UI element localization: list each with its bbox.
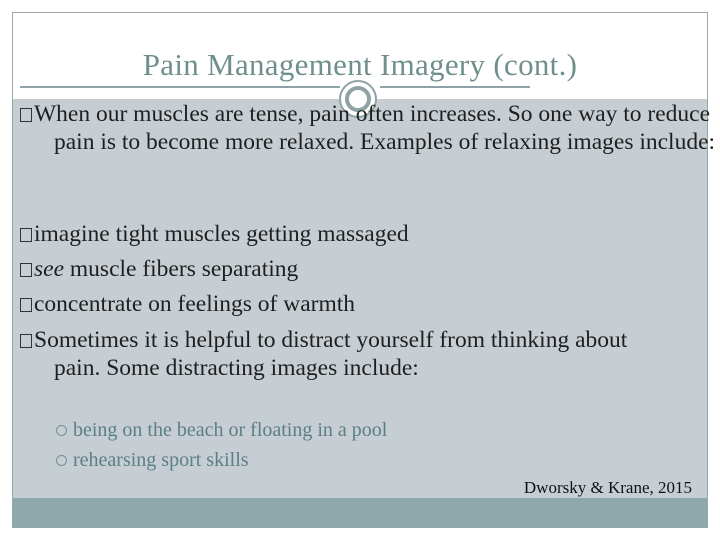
- title-divider-left: [20, 86, 340, 88]
- bullet-glyph-icon: [20, 334, 32, 348]
- slide-title: Pain Management Imagery (cont.): [142, 47, 578, 82]
- bullet-glyph-icon: [20, 108, 32, 122]
- content-area: [13, 99, 707, 499]
- circle-bullet-icon: [56, 425, 67, 436]
- sub-point-2: rehearsing sport skills: [56, 445, 249, 475]
- bullet-glyph-icon: [20, 298, 32, 312]
- circle-bullet-icon: [56, 455, 67, 466]
- citation: Dworsky & Krane, 2015: [523, 478, 692, 497]
- bullet-glyph-icon: [20, 228, 32, 242]
- bullet-point-4: concentrate on feelings of warmth: [20, 290, 688, 318]
- bullet-point-1: When our muscles are tense, pain often i…: [20, 100, 720, 156]
- bullet-glyph-icon: [20, 263, 32, 277]
- bullet-point-3: see muscle fibers separating: [20, 255, 688, 283]
- decorative-circle-icon: [339, 80, 377, 118]
- bullet-point-5: Sometimes it is helpful to distract your…: [20, 326, 674, 382]
- sub-point-1: being on the beach or floating in a pool: [56, 415, 387, 445]
- title-divider-right: [380, 86, 530, 88]
- footer-bar: [12, 498, 708, 528]
- bullet-point-2: imagine tight muscles getting massaged: [20, 220, 688, 248]
